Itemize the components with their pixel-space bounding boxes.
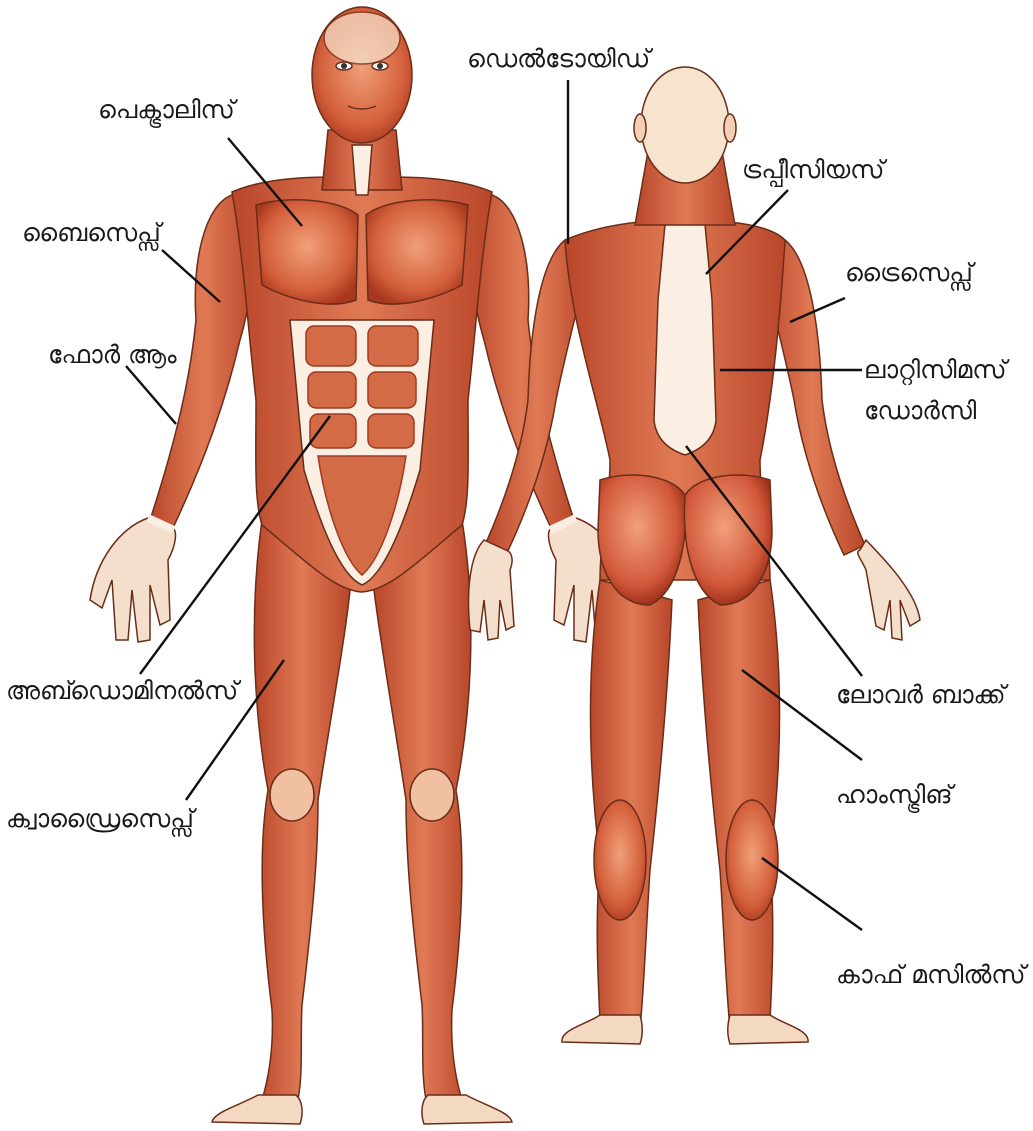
front-left-knee	[270, 769, 314, 821]
back-right-hand	[858, 540, 920, 640]
label-latissimus-line1: ലാറ്റിസിമസ്	[864, 355, 1007, 385]
front-forehead	[324, 12, 400, 64]
label-quadriceps: ക്വാഡ്രൈസെപ്സ്	[6, 804, 194, 834]
back-head	[641, 67, 729, 183]
back-right-foot	[728, 1015, 808, 1044]
label-pectoralis: പെക്ട്രാലിസ്	[98, 95, 235, 125]
label-latissimus-line2: ഡോർസി	[864, 396, 976, 426]
back-figure	[469, 67, 920, 1044]
front-pec-right	[366, 200, 468, 304]
label-forearm: ഫോർ ആം	[48, 340, 177, 370]
front-pec-left	[256, 200, 358, 304]
label-biceps: ബൈസെപ്സ്	[22, 218, 161, 248]
back-right-leg	[698, 580, 779, 1028]
label-lower-back: ലോവർ ബാക്ക്	[836, 680, 1006, 710]
back-left-leg	[591, 580, 672, 1028]
label-calf: കാഫ് മസിൽസ്	[836, 960, 1026, 990]
label-hamstring: ഹാംസ്ട്രിങ്	[836, 780, 953, 810]
label-abdominals: അബ്ഡൊമിനൽസ്	[6, 676, 238, 706]
back-right-calf	[726, 800, 778, 920]
front-neck-tendon	[352, 145, 372, 195]
front-left-hand	[90, 518, 175, 642]
leader-forearm	[126, 366, 176, 424]
front-figure	[90, 7, 634, 1124]
back-left-foot	[562, 1015, 642, 1044]
label-trapezius: ട്രപ്പീസിയസ്	[742, 155, 884, 185]
leader-calf	[762, 858, 862, 930]
front-right-knee	[410, 769, 454, 821]
front-right-foot	[422, 1095, 512, 1124]
back-left-calf	[594, 800, 646, 920]
back-left-hand	[469, 540, 514, 640]
label-deltoid: ഡെൽടോയിഡ്	[467, 44, 650, 74]
front-left-foot	[212, 1095, 302, 1124]
label-triceps: ട്രൈസെപ്സ്	[845, 258, 973, 288]
